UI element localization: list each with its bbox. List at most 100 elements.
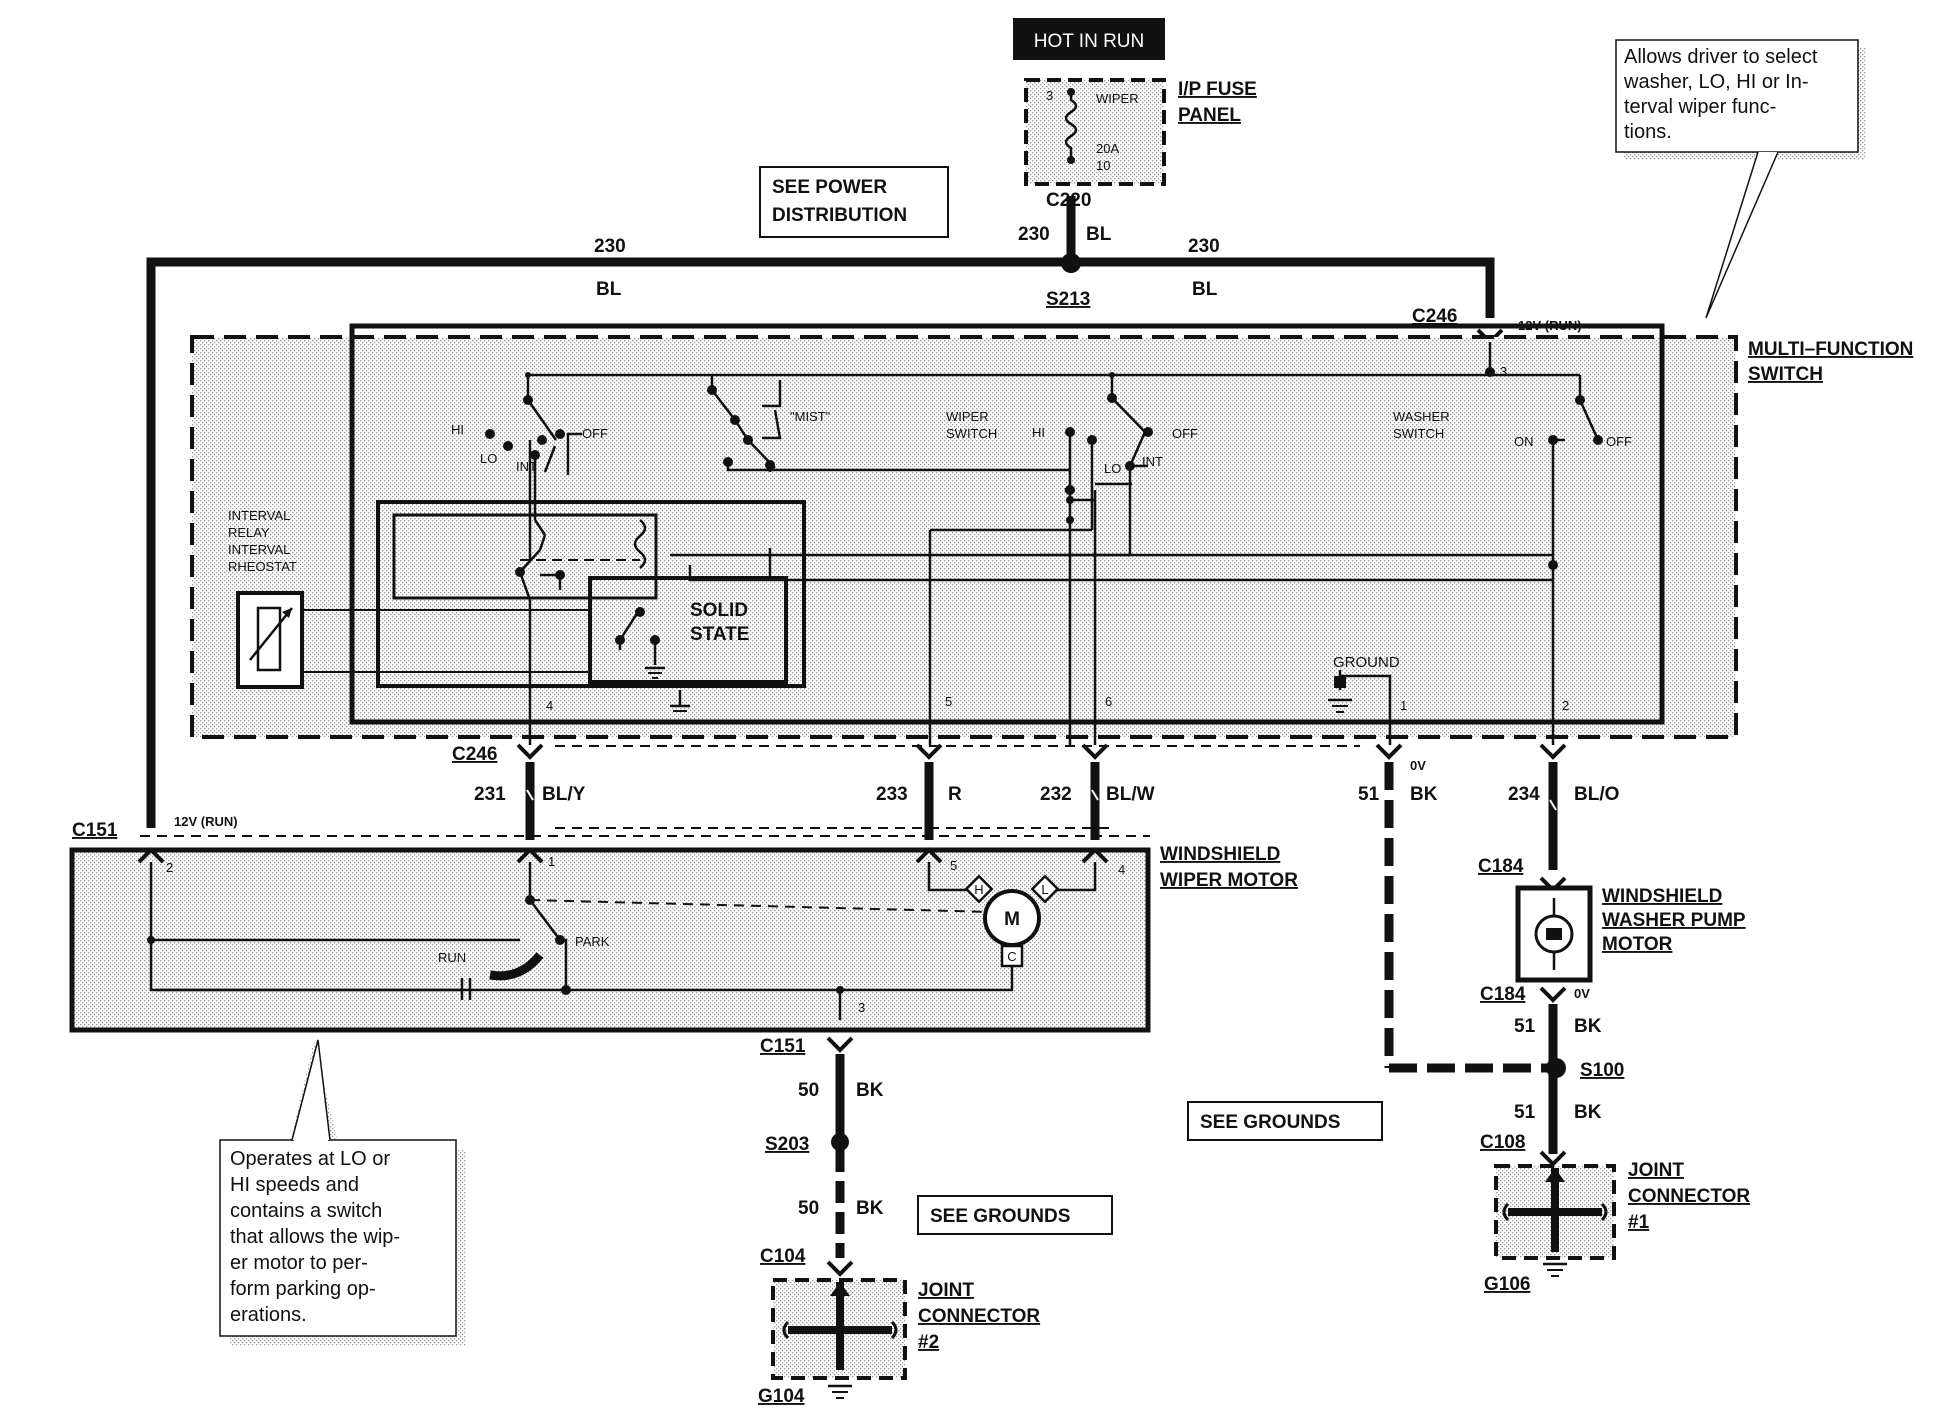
fuse-panel-name-2: PANEL	[1178, 105, 1241, 126]
wire-50-bottom-num: 50	[798, 1198, 819, 1219]
wire-232-color: BL/W	[1106, 784, 1155, 805]
jc2-name-2: CONNECTOR	[918, 1306, 1040, 1327]
washer-switch-1: WASHER	[1393, 409, 1450, 424]
wire-234-num: 234	[1508, 784, 1540, 805]
wire-51-bottom-num: 51	[1514, 1102, 1536, 1123]
motor-l: L	[1041, 882, 1048, 897]
s100-label: S100	[1580, 1060, 1624, 1081]
see-grounds-left-label: SEE GROUNDS	[930, 1206, 1070, 1227]
wire-51-mid-num: 51	[1514, 1016, 1536, 1037]
solid-state-2: STATE	[690, 624, 749, 645]
mfs-hi-1: HI	[451, 422, 464, 437]
wm-pin-1: 1	[548, 854, 555, 869]
fuse-rating: 20A	[1096, 141, 1119, 156]
fuse-pin-3: 3	[1046, 88, 1053, 103]
ground-path-g104: C151 50 BK S203 50 BK C104 JOINT CONNECT…	[758, 1036, 1040, 1407]
splice-s213	[1061, 253, 1081, 273]
callout-bl-2: HI speeds and	[230, 1174, 359, 1196]
mfs-off-2: OFF	[1172, 426, 1198, 441]
wire-231-num: 231	[474, 784, 506, 805]
mfs-pin-1: 1	[1400, 698, 1407, 713]
pump-name-3: MOTOR	[1602, 934, 1673, 955]
wire-51-color: BK	[1410, 784, 1438, 805]
mfs-name-2: SWITCH	[1748, 364, 1823, 385]
jc2-name-1: JOINT	[918, 1280, 974, 1301]
c104-label: C104	[760, 1246, 806, 1267]
relay-label-1: INTERVAL	[228, 508, 290, 523]
wiper-switch-1: WIPER	[946, 409, 989, 424]
relay-label-3: INTERVAL	[228, 542, 290, 557]
wm-pin-3: 3	[858, 1000, 865, 1015]
c184-bottom-label: C184	[1480, 984, 1526, 1005]
wire-232-num: 232	[1040, 784, 1072, 805]
hot-in-run-box: HOT IN RUN	[1013, 18, 1165, 60]
g104-label: G104	[758, 1386, 805, 1407]
washer-switch-2: SWITCH	[1393, 426, 1444, 441]
mfs-pin-2: 2	[1562, 698, 1569, 713]
c246-bottom-wires: C246 231 BL/Y 233 R 232 BL/W 51 BK 0V 23…	[452, 743, 1619, 1073]
see-grounds-left: SEE GROUNDS	[917, 1195, 1113, 1235]
ip-fuse-panel: 3 WIPER 20A 10 I/P FUSE PANEL	[1024, 78, 1257, 186]
wiper-motor-name-1: WINDSHIELD	[1160, 844, 1280, 865]
wiper-motor-name-2: WIPER MOTOR	[1160, 870, 1298, 891]
top-right-callout: Allows driver to select washer, LO, HI o…	[1615, 39, 1866, 319]
bottom-left-callout: Operates at LO or HI speeds and contains…	[219, 1039, 466, 1346]
hot-in-run-label: HOT IN RUN	[1034, 31, 1144, 52]
pump-name-2: WASHER PUMP	[1602, 910, 1746, 931]
windshield-wiper-motor: C151 12V (RUN)	[69, 814, 1298, 1033]
wire-230-center-color: BL	[1086, 224, 1112, 245]
washer-on: ON	[1514, 434, 1534, 449]
callout-tr-2: washer, LO, HI or In-	[1623, 71, 1809, 93]
see-grounds-right: SEE GROUNDS	[1187, 1101, 1383, 1141]
wire-234-color: BL/O	[1574, 784, 1619, 805]
see-power-line-1: SEE POWER	[772, 177, 887, 198]
motor-h: H	[974, 882, 983, 897]
c246-bottom-label: C246	[452, 744, 497, 765]
motor-c: C	[1007, 949, 1016, 964]
fuse-pin-10: 10	[1096, 158, 1110, 173]
jc2-name-3: #2	[918, 1332, 939, 1353]
wire-230-left-color: BL	[596, 279, 622, 300]
solid-state-1: SOLID	[690, 600, 748, 621]
splice-s100	[1546, 1058, 1566, 1078]
mfs-off-1: OFF	[582, 426, 608, 441]
callout-bl-5: er motor to per-	[230, 1252, 368, 1274]
c151-top-label: C151	[72, 820, 118, 841]
wire-230-center-num: 230	[1018, 224, 1050, 245]
multi-function-switch: MULTI–FUNCTION SWITCH	[190, 323, 1913, 745]
wiper-switch-2: SWITCH	[946, 426, 997, 441]
callout-tr-1: Allows driver to select	[1624, 46, 1818, 68]
pump-name-1: WINDSHIELD	[1602, 886, 1722, 907]
c220-label: C220	[1046, 190, 1091, 211]
jc1-name-3: #1	[1628, 1212, 1650, 1233]
wire-50-top-color: BK	[856, 1080, 884, 1101]
mfs-lo-1: LO	[480, 451, 497, 466]
see-power-distribution: SEE POWER DISTRIBUTION	[759, 166, 949, 238]
callout-bl-7: erations.	[230, 1304, 307, 1326]
see-grounds-right-label: SEE GROUNDS	[1200, 1112, 1340, 1133]
wire-230: C220 230 BL 230 BL 230 BL S213 C246 12V …	[146, 190, 1582, 828]
mfs-int-2: INT	[1142, 454, 1163, 469]
callout-bl-3: contains a switch	[230, 1200, 382, 1222]
callout-bl-1: Operates at LO or	[230, 1148, 390, 1170]
wire-231-color: BL/Y	[542, 784, 586, 805]
wire-50-top-num: 50	[798, 1080, 819, 1101]
wire-230-right-color: BL	[1192, 279, 1218, 300]
wm-pin-2: 2	[166, 860, 173, 875]
pump-0v: 0V	[1574, 986, 1590, 1001]
mfs-name-1: MULTI–FUNCTION	[1748, 339, 1913, 360]
wire-50-bottom-color: BK	[856, 1198, 884, 1219]
washer-pump-motor: C184 WINDSHIELD WASHER PUMP MOTOR C184 0…	[1478, 856, 1750, 1295]
mfs-int-1: INT	[516, 459, 537, 474]
fuse-name: WIPER	[1096, 91, 1139, 106]
mfs-pin-3: 3	[1500, 364, 1507, 379]
wire-230-right-num: 230	[1188, 236, 1220, 257]
mfs-pin-5: 5	[945, 694, 952, 709]
fuse-icon	[1064, 92, 1078, 160]
washer-off: OFF	[1606, 434, 1632, 449]
mfs-lo-2: LO	[1104, 461, 1121, 476]
fuse-panel-name-1: I/P FUSE	[1178, 79, 1257, 100]
wire-233-num: 233	[876, 784, 908, 805]
c108-label: C108	[1480, 1132, 1525, 1153]
